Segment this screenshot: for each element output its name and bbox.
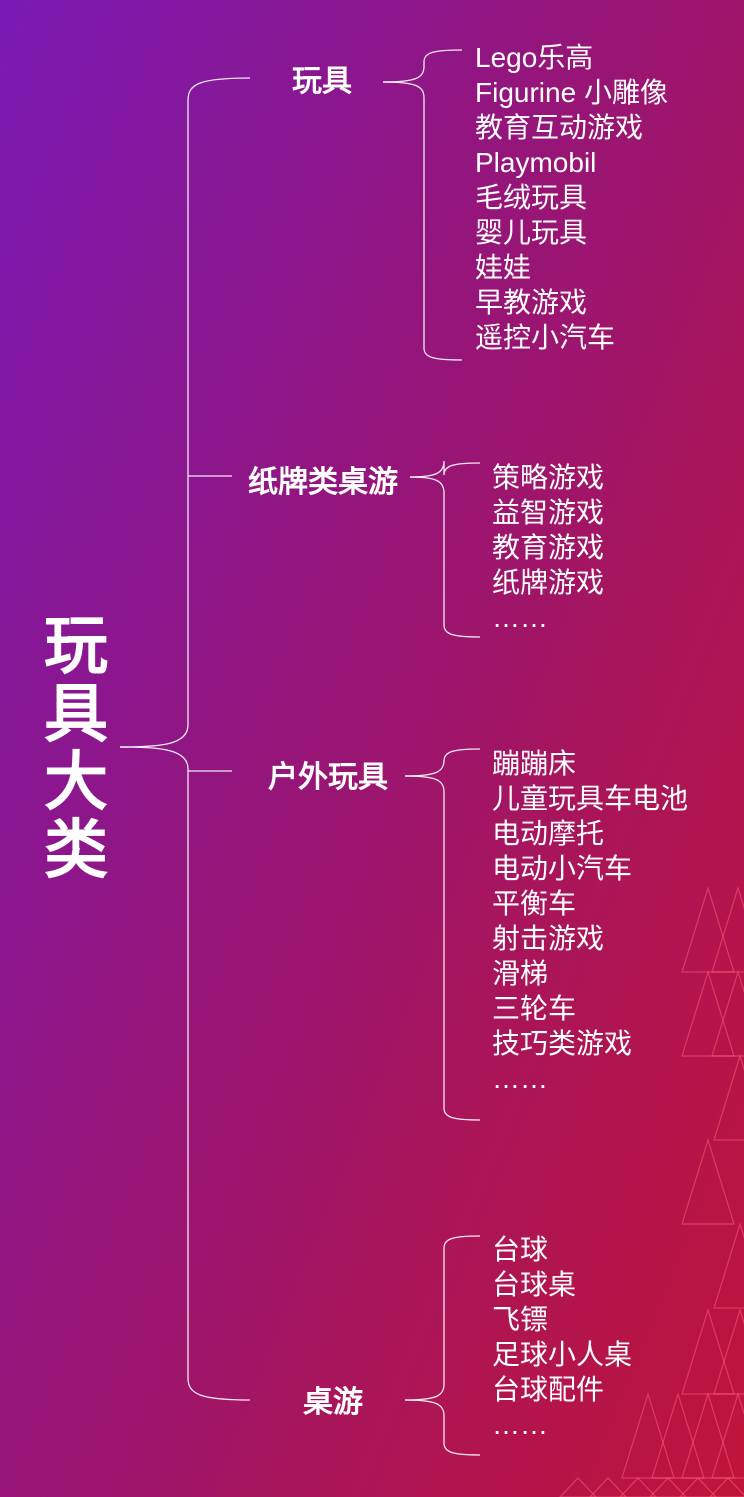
leaf-item: Figurine 小雕像 (475, 77, 668, 108)
triangle-decoration (619, 1477, 657, 1497)
leaf-item: 蹦蹦床 (492, 748, 577, 779)
brace-outdoor-lower (404, 775, 481, 1121)
leaf-item: 飞镖 (492, 1304, 549, 1335)
leaf-item: 纸牌游戏 (492, 567, 605, 598)
leaf-item: …… (492, 602, 548, 633)
leaf-item: 教育互动游戏 (475, 112, 644, 143)
leaf-item: …… (492, 1409, 548, 1440)
leaf-list-outdoor-toys: 蹦蹦床 儿童玩具车电池 电动摩托 电动小汽车 平衡车 射击游戏 滑梯 三轮车 技… (492, 746, 688, 1096)
leaf-item: 儿童玩具车电池 (492, 783, 689, 814)
leaf-item: 滑梯 (492, 958, 549, 989)
leaf-item: 策略游戏 (492, 462, 605, 493)
triangle-decoration (681, 969, 735, 1057)
brace-card-games-upper (409, 460, 481, 478)
leaf-item: 教育游戏 (492, 532, 605, 563)
triangle-decoration (711, 1391, 744, 1479)
leaf-item: 婴儿玩具 (475, 217, 588, 248)
leaf-item: …… (492, 1063, 548, 1094)
leaf-item: 平衡车 (492, 888, 577, 919)
triangle-decoration (681, 1391, 735, 1479)
leaf-item: 毛绒玩具 (475, 182, 588, 213)
triangle-decoration (709, 1477, 744, 1497)
brace-toys-upper (382, 49, 463, 83)
root-brace-lower (119, 746, 251, 1401)
leaf-item: 益智游戏 (492, 497, 605, 528)
leaf-item: 娃娃 (475, 252, 532, 283)
brace-outdoor-upper (404, 748, 481, 777)
leaf-item: 遥控小汽车 (475, 322, 616, 353)
brace-toys-lower (382, 81, 463, 361)
brace-card-games-lower (409, 476, 481, 638)
brace-tabletop-lower (404, 1399, 481, 1456)
triangle-decoration (681, 1137, 735, 1225)
root-brace-upper (119, 77, 251, 748)
triangle-decoration (649, 1477, 687, 1497)
leaf-item: 技巧类游戏 (492, 1028, 633, 1059)
leaf-item: 三轮车 (492, 993, 577, 1024)
triangle-decoration (713, 1307, 744, 1395)
leaf-item: 台球 (492, 1234, 549, 1265)
leaf-item: Lego乐高 (475, 42, 594, 73)
leaf-item: 足球小人桌 (492, 1339, 633, 1370)
triangle-decoration (679, 1477, 717, 1497)
leaf-item: 早教游戏 (475, 287, 588, 318)
leaf-item: 台球桌 (492, 1269, 577, 1300)
leaf-list-card-board-games: 策略游戏 益智游戏 教育游戏 纸牌游戏 …… (492, 460, 604, 635)
branch-label-toys: 玩具 (292, 65, 352, 98)
branch-label-tabletop-games: 桌游 (303, 1386, 363, 1419)
triangle-decoration (713, 1053, 744, 1141)
triangle-decoration (621, 1391, 675, 1479)
leaf-item: 台球配件 (492, 1374, 605, 1405)
leaf-item: 电动小汽车 (492, 853, 633, 884)
root-title: 玩具大类 (44, 610, 108, 886)
leaf-list-toys: Lego乐高 Figurine 小雕像 教育互动游戏 Playmobil 毛绒玩… (475, 40, 668, 355)
brace-tabletop-upper (404, 1235, 481, 1401)
leaf-list-tabletop-games: 台球 台球桌 飞镖 足球小人桌 台球配件 …… (492, 1232, 632, 1442)
leaf-item: Playmobil (475, 147, 597, 178)
branch-label-card-board-games: 纸牌类桌游 (248, 466, 398, 499)
branch-label-outdoor-toys: 户外玩具 (268, 761, 388, 794)
leaf-item: 射击游戏 (492, 923, 605, 954)
triangle-decoration (651, 1391, 705, 1479)
triangle-decoration (589, 1477, 627, 1497)
triangle-decoration (559, 1477, 597, 1497)
triangle-decoration (711, 969, 744, 1057)
leaf-item: 电动摩托 (492, 818, 605, 849)
